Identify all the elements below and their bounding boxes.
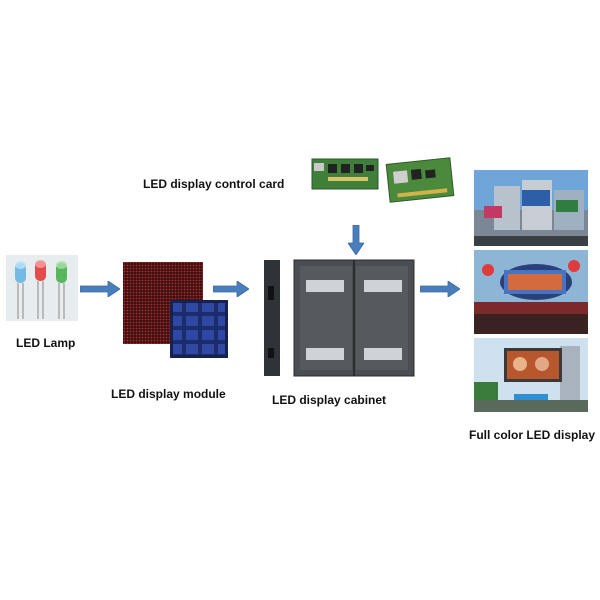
led-cabinet-label: LED display cabinet xyxy=(272,393,387,407)
full-color-display-photo-1 xyxy=(474,170,588,246)
full-color-display-photo-3 xyxy=(474,338,588,412)
led-module-image xyxy=(120,258,230,360)
full-color-display-photo-2 xyxy=(474,250,588,334)
arrow-cabinet-to-display-icon xyxy=(419,280,461,302)
arrow-lamp-to-module-icon xyxy=(79,280,121,302)
led-lamp-image xyxy=(6,255,78,321)
control-card-image xyxy=(308,155,458,207)
full-color-display-label: Full color LED display xyxy=(469,428,596,442)
led-cabinet-image xyxy=(260,256,418,380)
led-lamp-label: LED Lamp xyxy=(16,336,76,350)
control-card-label: LED display control card xyxy=(143,177,285,191)
arrow-module-to-cabinet-icon xyxy=(212,280,250,302)
led-module-label: LED display module xyxy=(111,387,226,401)
arrow-card-to-cabinet-icon xyxy=(347,224,365,260)
